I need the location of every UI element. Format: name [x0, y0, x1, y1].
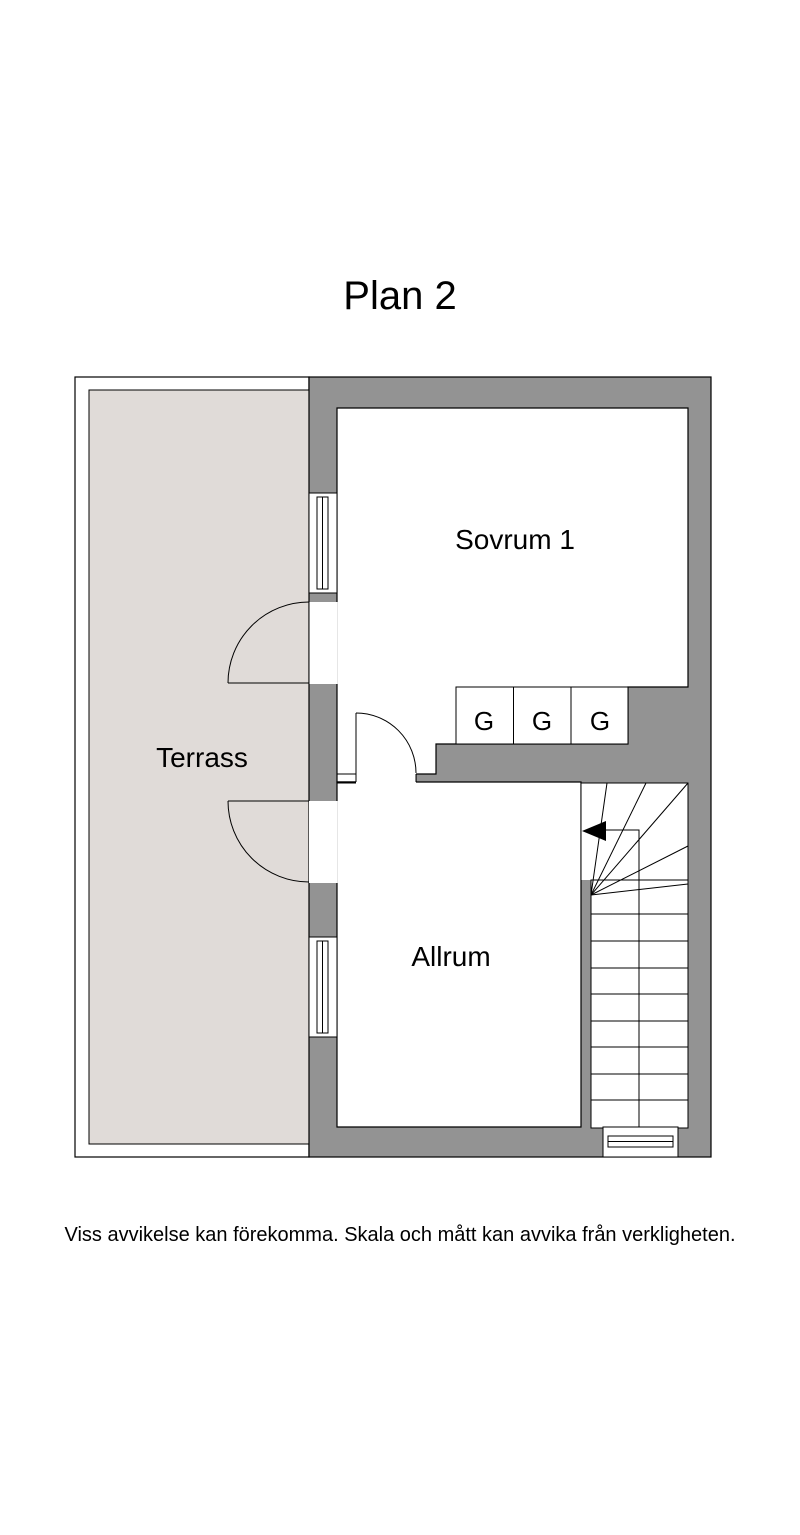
page-title: Plan 2 [343, 274, 457, 318]
inner-door-opening [356, 770, 416, 783]
room-label-bedroom: Sovrum 1 [455, 524, 575, 555]
wardrobe-label-3: G [590, 706, 610, 736]
wardrobe-label-1: G [474, 706, 494, 736]
window-bedroom [308, 492, 338, 594]
room-label-living: Allrum [411, 941, 490, 972]
door-bedroom-terrace [227, 601, 310, 684]
room-label-terrace: Terrass [156, 742, 248, 773]
window-stair [602, 1126, 679, 1158]
disclaimer-text: Viss avvikelse kan förekomma. Skala och … [64, 1224, 736, 1246]
wardrobes [455, 686, 629, 745]
bedroom-terrace-door-opening [309, 602, 338, 684]
wardrobe-3 [570, 686, 629, 745]
door-living-terrace [227, 800, 310, 883]
terrace-floor [88, 389, 310, 1145]
living-terrace-door-opening [309, 801, 338, 883]
window-living [308, 936, 338, 1038]
door-inner [355, 712, 417, 775]
wardrobe-1 [455, 686, 514, 745]
stair-steps [590, 782, 689, 1127]
wardrobe-label-2: G [532, 706, 552, 736]
arrow-left-icon [582, 821, 606, 841]
wardrobe-2 [513, 686, 572, 745]
